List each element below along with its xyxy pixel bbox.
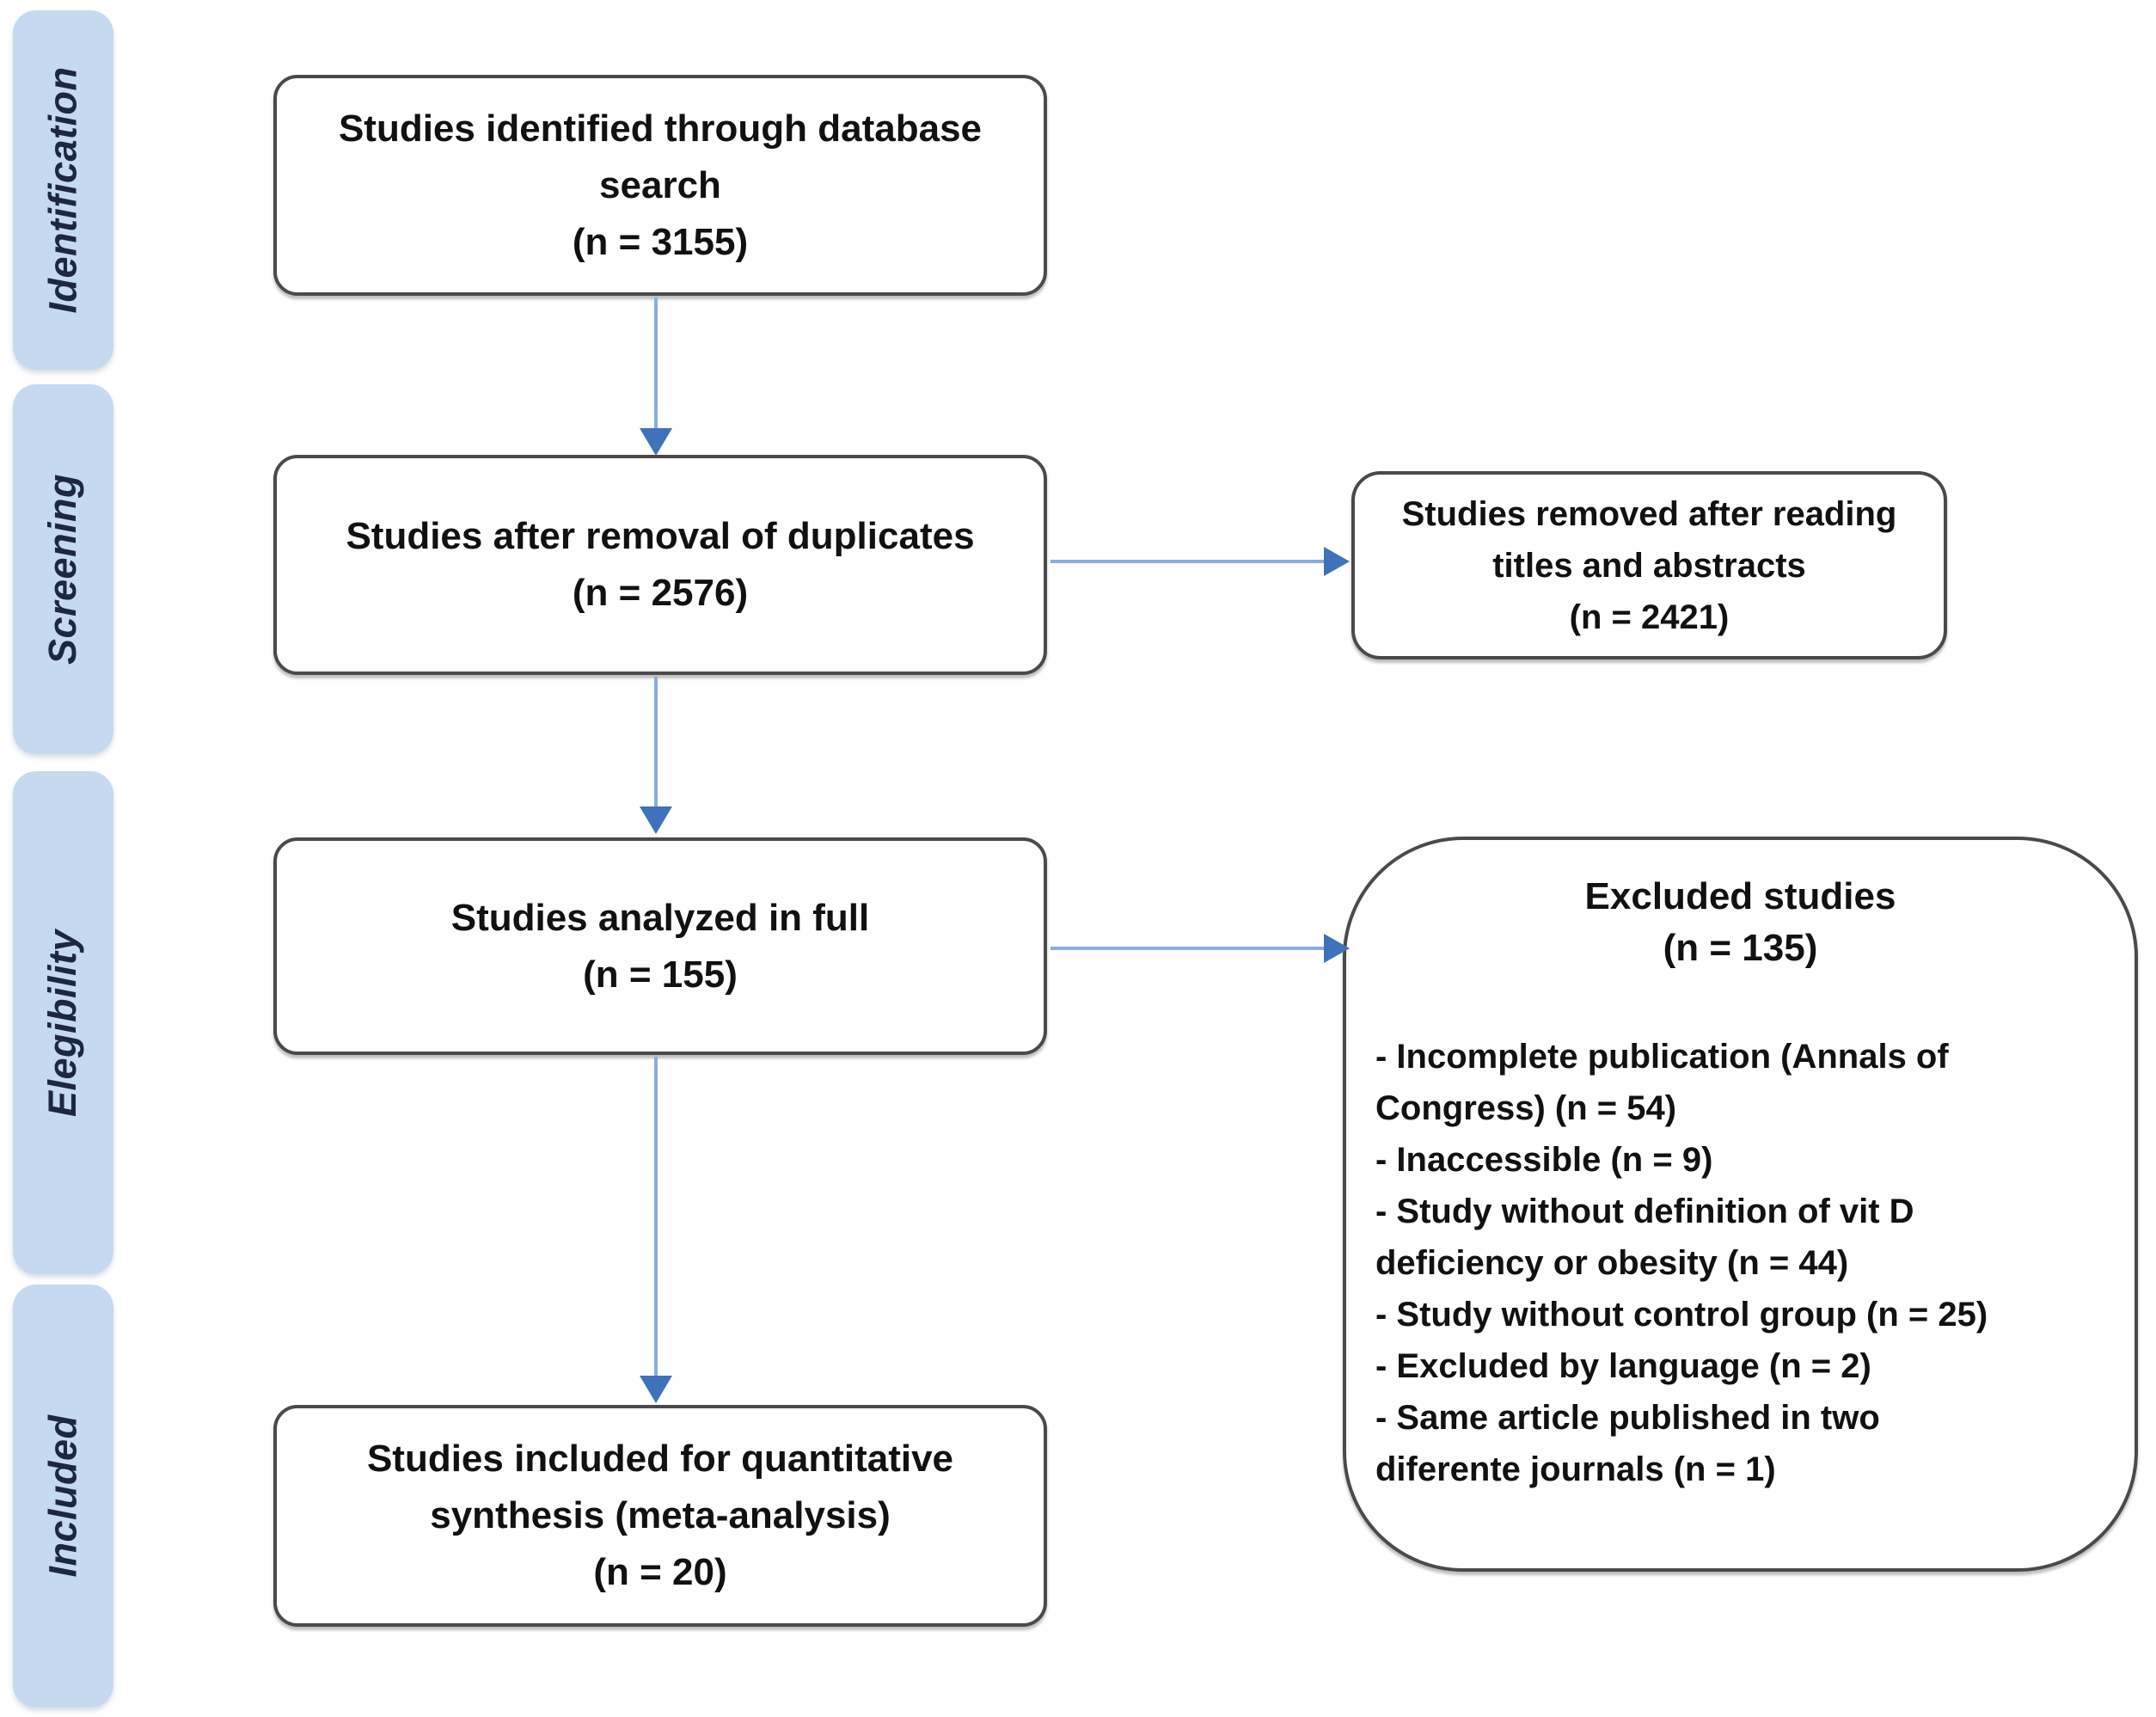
box-studies-identified: Studies identified through database sear… xyxy=(273,75,1047,296)
box-removed-titles-abstracts: Studies removed after reading titles and… xyxy=(1351,471,1947,659)
box-excluded-studies-title: Excluded studies xyxy=(1584,875,1896,917)
stage-elegibility: Elegibility xyxy=(13,771,113,1274)
box-analyzed-in-full-count: (n = 155) xyxy=(583,953,738,996)
excluded-reason-item: - Study without control group (n = 25) xyxy=(1375,1296,1988,1334)
excluded-reasons-list: - Incomplete publication (Annals of Cong… xyxy=(1375,1031,2135,1495)
arrow-down-icon xyxy=(640,428,672,456)
stage-identification: Identification xyxy=(13,10,113,370)
arrow-right-icon xyxy=(1324,547,1350,576)
box-excluded-studies-count: (n = 135) xyxy=(1663,927,1818,969)
arrow-line xyxy=(654,677,658,810)
box-analyzed-in-full: Studies analyzed in full (n = 155) xyxy=(273,837,1047,1055)
box-analyzed-in-full-label: Studies analyzed in full xyxy=(450,896,870,939)
box-included-meta-analysis-count: (n = 20) xyxy=(593,1551,727,1593)
excluded-reason-item: - Incomplete publication (Annals of Cong… xyxy=(1375,1038,1949,1127)
box-included-meta-analysis-label: Studies included for quantitative synthe… xyxy=(366,1438,954,1536)
excluded-reason-item: - Study without definition of vit D defi… xyxy=(1375,1193,1914,1282)
box-duplicates-removed-label: Studies after removal of duplicates xyxy=(346,515,975,557)
box-included-meta-analysis: Studies included for quantitative synthe… xyxy=(273,1405,1047,1627)
box-studies-identified-count: (n = 3155) xyxy=(572,220,749,263)
stage-included: Included xyxy=(13,1285,113,1708)
stage-included-label: Included xyxy=(40,1414,85,1578)
box-removed-titles-abstracts-label: Studies removed after reading titles and… xyxy=(1401,494,1897,585)
arrow-right-icon xyxy=(1324,934,1350,963)
box-duplicates-removed: Studies after removal of duplicates (n =… xyxy=(273,455,1047,675)
arrow-down-icon xyxy=(640,1376,672,1403)
excluded-reason-item: - Excluded by language (n = 2) xyxy=(1375,1347,1871,1385)
box-studies-identified-label: Studies identified through database sear… xyxy=(338,107,983,206)
excluded-reason-item: - Inaccessible (n = 9) xyxy=(1375,1141,1713,1179)
arrow-line xyxy=(654,297,658,433)
stage-screening: Screening xyxy=(13,384,113,754)
arrow-down-icon xyxy=(640,806,672,834)
arrow-line xyxy=(654,1057,658,1379)
box-duplicates-removed-count: (n = 2576) xyxy=(572,572,749,614)
stage-elegibility-label: Elegibility xyxy=(40,929,85,1117)
arrow-line xyxy=(1050,560,1327,563)
stage-identification-label: Identification xyxy=(40,66,85,314)
arrow-line xyxy=(1050,947,1327,950)
box-excluded-studies: Excluded studies (n = 135) - Incomplete … xyxy=(1343,837,2138,1572)
box-removed-titles-abstracts-count: (n = 2421) xyxy=(1569,598,1730,636)
excluded-reason-item: - Same article published in two diferent… xyxy=(1375,1399,1880,1488)
stage-screening-label: Screening xyxy=(40,473,85,665)
